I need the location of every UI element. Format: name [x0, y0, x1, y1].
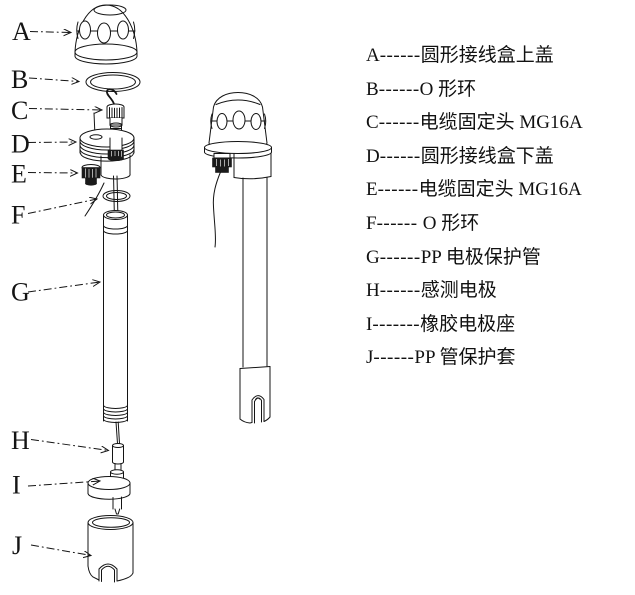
- part-a-top-cover: [74, 4, 138, 65]
- assembled-cable-gland: [212, 153, 232, 173]
- legend: A------圆形接线盒上盖 B------O 形环 C------电缆固定头 …: [366, 39, 583, 375]
- legend-letter: H: [366, 280, 380, 302]
- part-g-tube: [103, 210, 128, 444]
- legend-dashes: ------: [373, 347, 415, 369]
- assembled-view: [204, 91, 272, 424]
- legend-dashes: ------: [379, 280, 421, 302]
- legend-letter: A: [366, 45, 380, 66]
- part-i-electrode-seat: [87, 469, 131, 515]
- legend-name: O 形环: [422, 212, 480, 234]
- legend-name: PP 管保护套: [414, 347, 516, 369]
- part-j-sleeve: [87, 515, 134, 583]
- part-d-bottom-cover: [79, 112, 135, 180]
- label-arrow-j: [30, 544, 91, 556]
- part-label-d: D: [11, 130, 30, 159]
- legend-name: 电缆固定头 MG16A: [418, 179, 582, 201]
- legend-letter: F: [366, 212, 377, 234]
- assembled-body-and-tube: [233, 152, 272, 368]
- legend-item-d: D------圆形接线盒下盖: [366, 140, 583, 174]
- legend-name: 电缆固定头 MG16A: [419, 112, 583, 134]
- exploded-view: [74, 4, 141, 583]
- legend-letter: I: [366, 313, 373, 335]
- legend-name: 圆形接线盒下盖: [420, 145, 554, 167]
- legend-item-b: B------O 形环: [366, 73, 583, 107]
- legend-letter: B: [366, 78, 379, 100]
- part-e-cable-gland: [81, 164, 101, 186]
- legend-dashes: ------: [377, 179, 419, 201]
- assembled-top-cover: [208, 91, 268, 148]
- label-arrow-a: [29, 32, 71, 33]
- assembled-flange: [204, 141, 272, 159]
- legend-item-a: A------圆形接线盒上盖: [366, 39, 583, 73]
- part-label-b: B: [11, 65, 28, 94]
- legend-item-j: J------PP 管保护套: [366, 341, 583, 375]
- legend-name: 感测电极: [420, 280, 497, 302]
- legend-name: O 形环: [419, 78, 477, 100]
- legend-item-c: C------电缆固定头 MG16A: [366, 106, 583, 140]
- part-label-c: C: [11, 96, 28, 125]
- legend-name: 橡胶电极座: [420, 313, 516, 335]
- legend-item-g: G------PP 电极保护管: [366, 241, 583, 275]
- legend-name: PP 电极保护管: [420, 246, 541, 268]
- part-label-h: H: [11, 426, 30, 455]
- legend-dashes: ------: [376, 212, 423, 234]
- legend-item-f: F------ O 形环: [366, 207, 583, 241]
- legend-letter: D: [366, 145, 380, 167]
- legend-letter: J: [366, 347, 374, 369]
- label-arrow-f: [27, 199, 97, 214]
- legend-dashes: ------: [379, 246, 421, 268]
- legend-item-i: I-------橡胶电极座: [366, 308, 583, 342]
- legend-dashes: -------: [372, 313, 421, 335]
- legend-letter: E: [366, 179, 378, 201]
- part-labels: A B C D E F G H I J: [11, 17, 109, 560]
- part-label-e: E: [11, 160, 27, 189]
- part-b-oring: [85, 72, 141, 92]
- legend-name: 圆形接线盒上盖: [420, 45, 554, 66]
- label-arrow-h: [30, 439, 109, 451]
- part-label-j: J: [12, 531, 22, 560]
- label-arrow-c: [28, 109, 102, 111]
- part-h-electrode: [112, 443, 124, 472]
- assembled-sleeve: [239, 366, 271, 424]
- assembled-cable: [212, 171, 221, 248]
- legend-item-h: H------感测电极: [366, 274, 583, 308]
- legend-dashes: ------: [379, 145, 421, 167]
- label-arrow-i: [27, 481, 100, 487]
- label-arrow-g: [27, 282, 100, 293]
- legend-letter: C: [366, 112, 379, 134]
- legend-dashes: ------: [378, 78, 420, 100]
- legend-dashes: ------: [379, 45, 421, 66]
- part-label-i: I: [12, 471, 21, 500]
- legend-item-e: E------电缆固定头 MG16A: [366, 173, 583, 207]
- part-label-a: A: [12, 17, 31, 46]
- label-arrow-d: [27, 142, 76, 143]
- legend-dashes: ------: [378, 112, 420, 134]
- part-label-f: F: [11, 201, 25, 230]
- legend-letter: G: [366, 246, 380, 268]
- label-arrow-b: [28, 78, 79, 82]
- label-arrow-e: [27, 173, 78, 174]
- part-label-g: G: [11, 278, 30, 307]
